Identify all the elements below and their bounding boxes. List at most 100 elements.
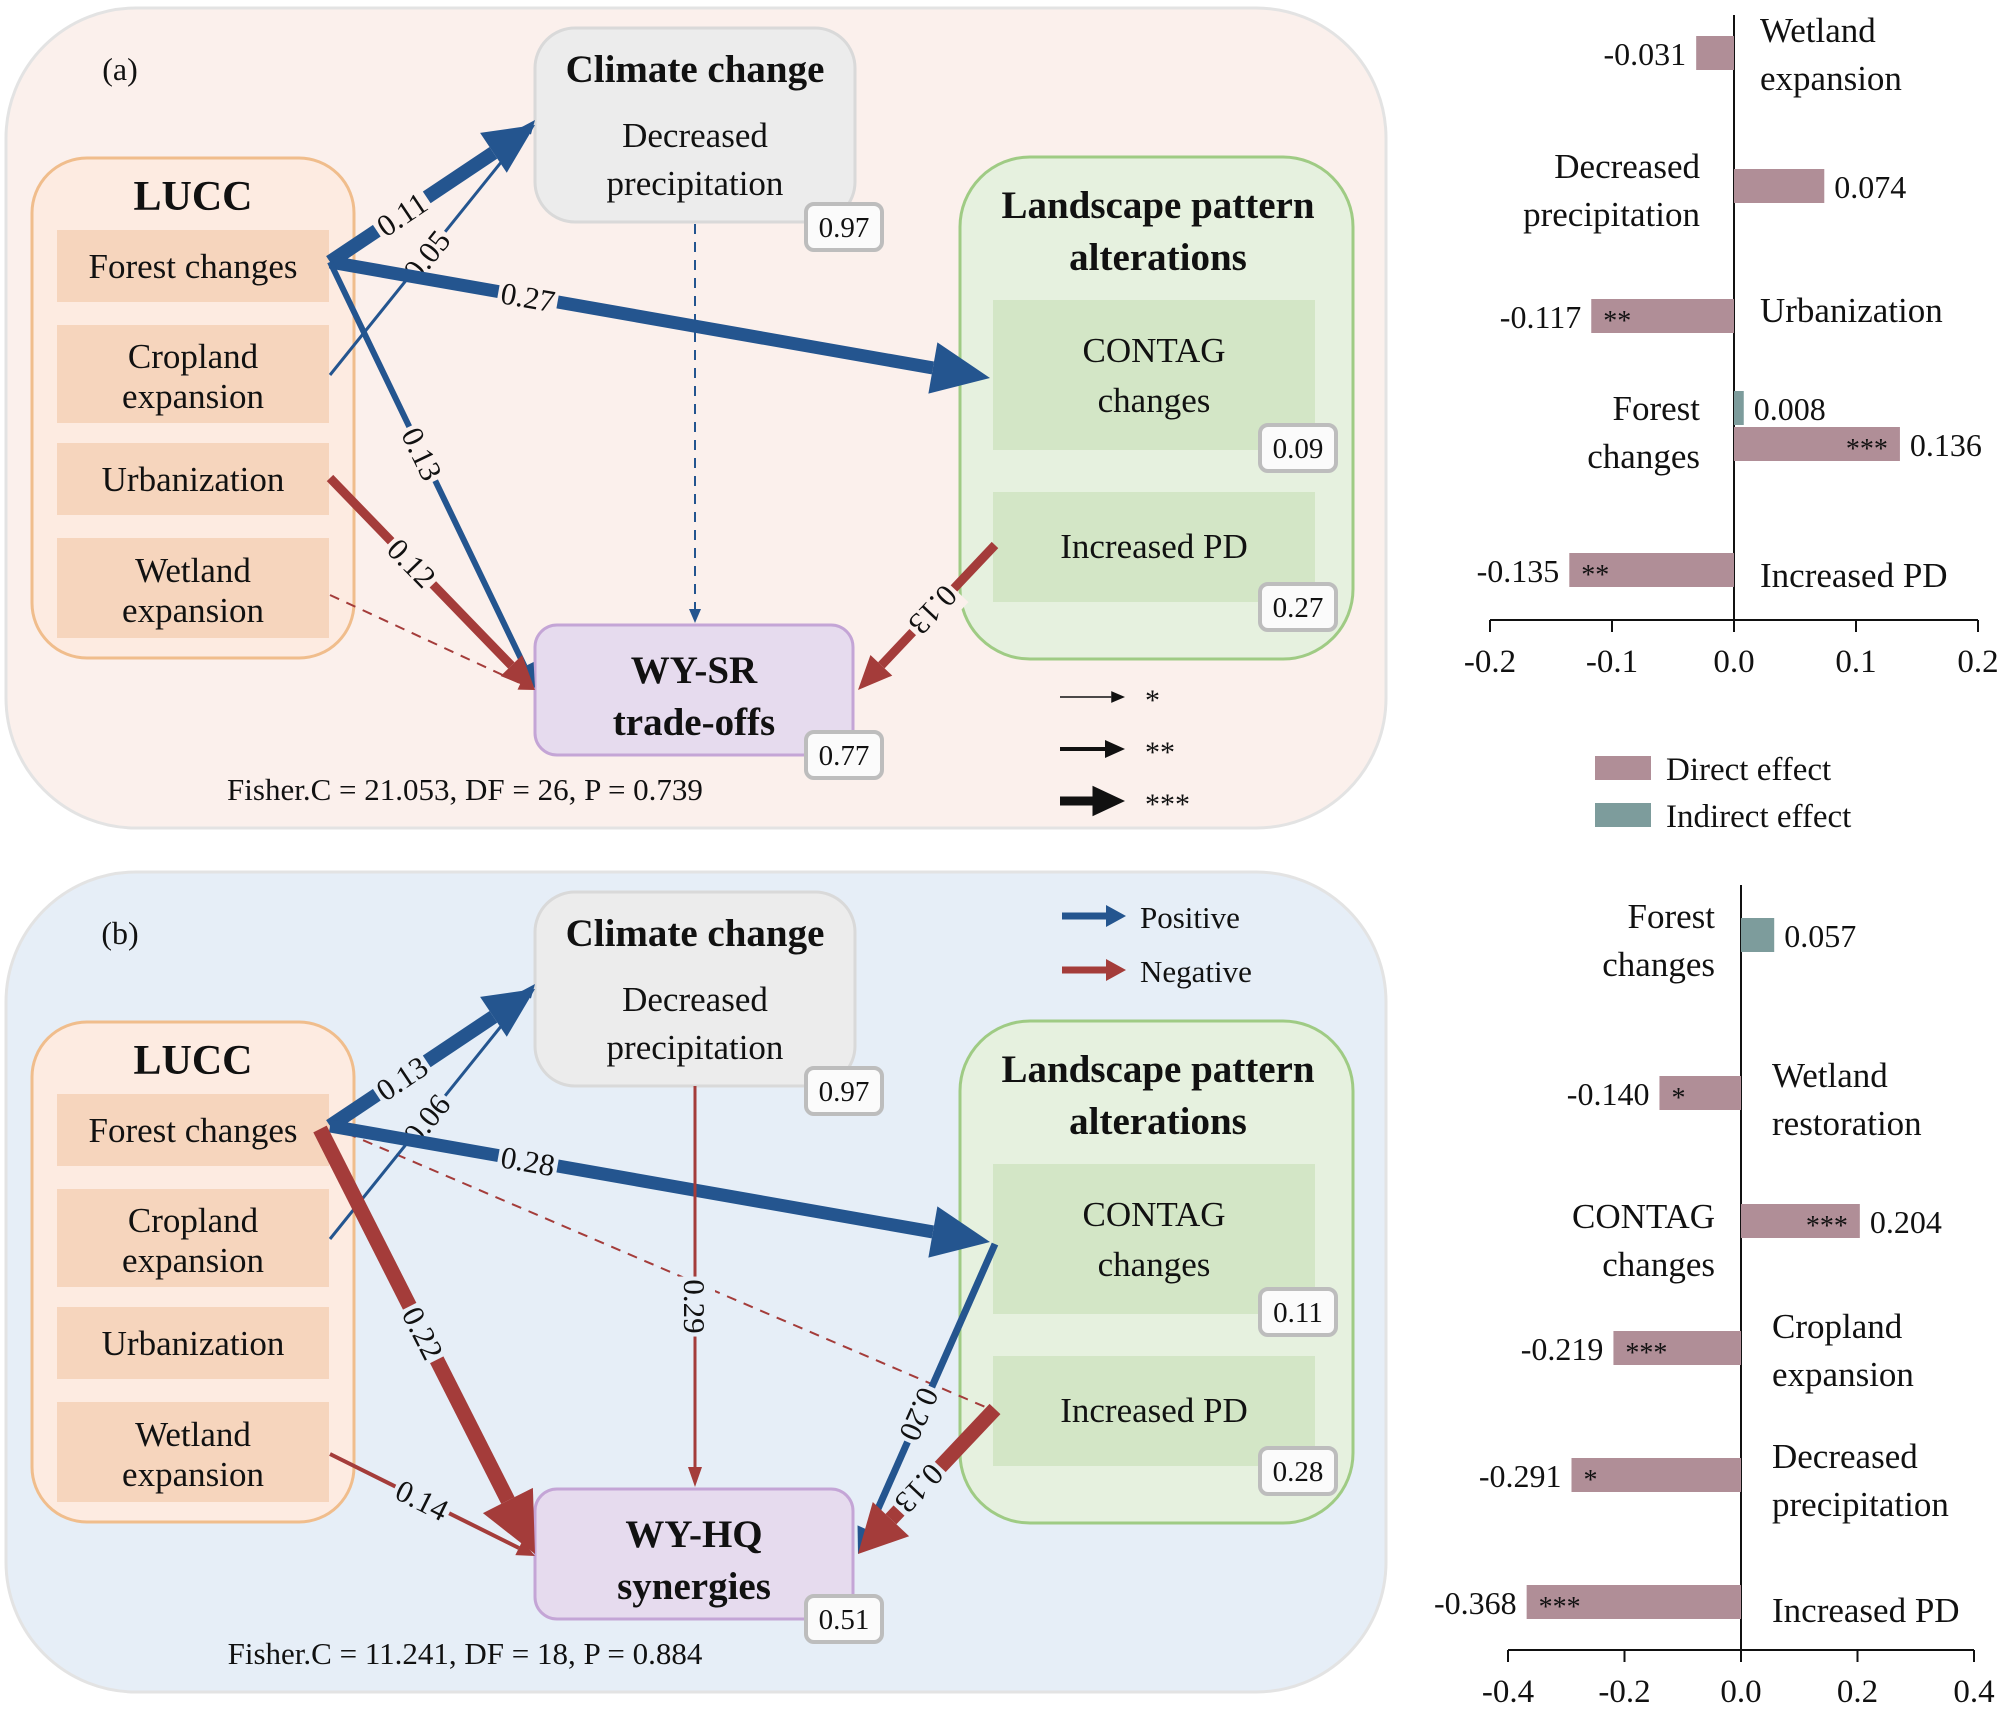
arrow-head bbox=[500, 655, 535, 690]
category-label: Increased PD bbox=[1772, 1591, 1960, 1630]
lucc-title: LUCC bbox=[133, 174, 252, 220]
bar bbox=[1741, 918, 1775, 952]
lucc-item-box bbox=[57, 538, 329, 638]
bar-value-label: -0.117 bbox=[1500, 299, 1581, 335]
bar-group: 0.074 bbox=[1734, 169, 1906, 205]
arrow-head bbox=[515, 1540, 535, 1556]
bar-value-label: 0.008 bbox=[1754, 391, 1826, 427]
arrow-shaft bbox=[328, 255, 935, 375]
bar-group: -0.219 *** bbox=[1521, 1331, 1741, 1369]
path-forest-precip: 0.11 bbox=[326, 125, 535, 268]
bar-group: -0.031 bbox=[1604, 36, 1734, 72]
lucc-title: LUCC bbox=[133, 1038, 252, 1084]
landscape-title: alterations bbox=[1069, 1100, 1247, 1143]
climate-item-label: Decreased bbox=[622, 116, 768, 155]
arrow-head bbox=[482, 1487, 535, 1554]
x-tick-label: -0.2 bbox=[1464, 644, 1516, 680]
coefficient-bg bbox=[379, 527, 448, 596]
category-label: changes bbox=[1602, 945, 1715, 984]
lucc-item: Forest changes bbox=[57, 1094, 329, 1166]
category-label: expansion bbox=[1772, 1355, 1914, 1394]
bar-value-label: -0.219 bbox=[1521, 1331, 1604, 1367]
path-precip-target bbox=[689, 224, 701, 623]
r-squared-box bbox=[804, 730, 884, 780]
lucc-item: Forest changes bbox=[57, 230, 329, 302]
coefficient-label: 0.29 bbox=[677, 1276, 715, 1337]
target-label: WY-SR bbox=[631, 649, 758, 692]
r-squared-value: 0.27 bbox=[1273, 592, 1324, 624]
category-label: Increased PD bbox=[1760, 556, 1948, 595]
r-squared-box bbox=[1258, 1287, 1338, 1337]
bar-group: 0.008 bbox=[1734, 391, 1826, 427]
landscape-item-label: CONTAG bbox=[1082, 1195, 1225, 1234]
bar bbox=[1659, 1076, 1741, 1110]
bar bbox=[1569, 553, 1734, 587]
landscape-item-label: changes bbox=[1098, 381, 1211, 420]
coefficient-bg bbox=[395, 1297, 455, 1367]
landscape-item: Increased PD0.27 bbox=[993, 492, 1338, 632]
category-label: Forest bbox=[1613, 389, 1701, 428]
climate-item-label: precipitation bbox=[607, 1028, 784, 1067]
lucc-item-label: Cropland bbox=[128, 1201, 259, 1240]
lucc-item-label: Cropland bbox=[128, 337, 259, 376]
bar-group: -0.140* bbox=[1567, 1076, 1741, 1114]
r-squared-badge: 0.97 bbox=[804, 1066, 884, 1116]
legend-label: *** bbox=[1145, 788, 1190, 821]
category-label: restoration bbox=[1772, 1104, 1922, 1143]
climate-item-label: Decreased bbox=[622, 980, 768, 1019]
r-squared-badge: 0.77 bbox=[804, 730, 884, 780]
lucc-item-box bbox=[57, 325, 329, 423]
arrow-head bbox=[928, 342, 990, 394]
lucc-item-label: Wetland bbox=[135, 1415, 251, 1454]
bar bbox=[1591, 299, 1734, 333]
landscape-item-box bbox=[993, 300, 1315, 450]
significance-label: ** bbox=[1603, 306, 1631, 337]
coefficient-bg bbox=[365, 180, 436, 245]
arrow-head bbox=[688, 1467, 702, 1487]
model-fit-stats: Fisher.C = 21.053, DF = 26, P = 0.739 bbox=[227, 772, 703, 807]
significance-label: *** bbox=[1625, 1338, 1667, 1369]
bar bbox=[1734, 391, 1744, 425]
coefficient-bg bbox=[365, 1044, 436, 1109]
path-forest-pd bbox=[329, 1125, 991, 1410]
bar bbox=[1571, 1458, 1741, 1492]
arrow-head bbox=[928, 1206, 990, 1258]
coefficient-label: 0.28 bbox=[495, 1135, 562, 1183]
bar-value-label: -0.031 bbox=[1604, 36, 1687, 72]
r-squared-value: 0.11 bbox=[1273, 1297, 1323, 1329]
r-squared-value: 0.77 bbox=[819, 740, 870, 772]
significance-label: * bbox=[1671, 1083, 1685, 1114]
lucc-item-label: expansion bbox=[122, 1241, 264, 1280]
coefficient-bg bbox=[495, 271, 562, 318]
landscape-title: Landscape pattern bbox=[1001, 184, 1314, 227]
climate-title: Climate change bbox=[566, 912, 825, 955]
x-tick-label: 0.2 bbox=[1957, 644, 1998, 680]
arrow-head bbox=[1105, 740, 1125, 758]
x-tick-label: -0.4 bbox=[1482, 1674, 1534, 1709]
r-squared-box bbox=[1258, 423, 1338, 473]
bar-value-label: 0.204 bbox=[1870, 1204, 1942, 1240]
significance-label: *** bbox=[1806, 1211, 1848, 1242]
landscape-title: Landscape pattern bbox=[1001, 1048, 1314, 1091]
arrow-head bbox=[858, 1501, 910, 1554]
category-label: expansion bbox=[1760, 59, 1902, 98]
legend-swatch bbox=[1595, 756, 1651, 780]
coefficient-bg bbox=[388, 1468, 459, 1528]
significance-legend: ****** bbox=[1060, 684, 1190, 821]
category-label: Wetland bbox=[1760, 11, 1876, 50]
r-squared-badge: 0.28 bbox=[1258, 1446, 1338, 1496]
legend-swatch bbox=[1595, 803, 1651, 827]
significance-label: *** bbox=[1846, 434, 1888, 465]
x-tick-label: 0.0 bbox=[1713, 644, 1754, 680]
landscape-item-box bbox=[993, 492, 1315, 602]
category-label: CONTAG bbox=[1572, 1197, 1715, 1236]
lucc-item-label: Forest changes bbox=[89, 247, 298, 286]
legend-arrow bbox=[1060, 740, 1125, 758]
legend-arrow bbox=[1062, 905, 1126, 927]
bar bbox=[1613, 1331, 1741, 1365]
